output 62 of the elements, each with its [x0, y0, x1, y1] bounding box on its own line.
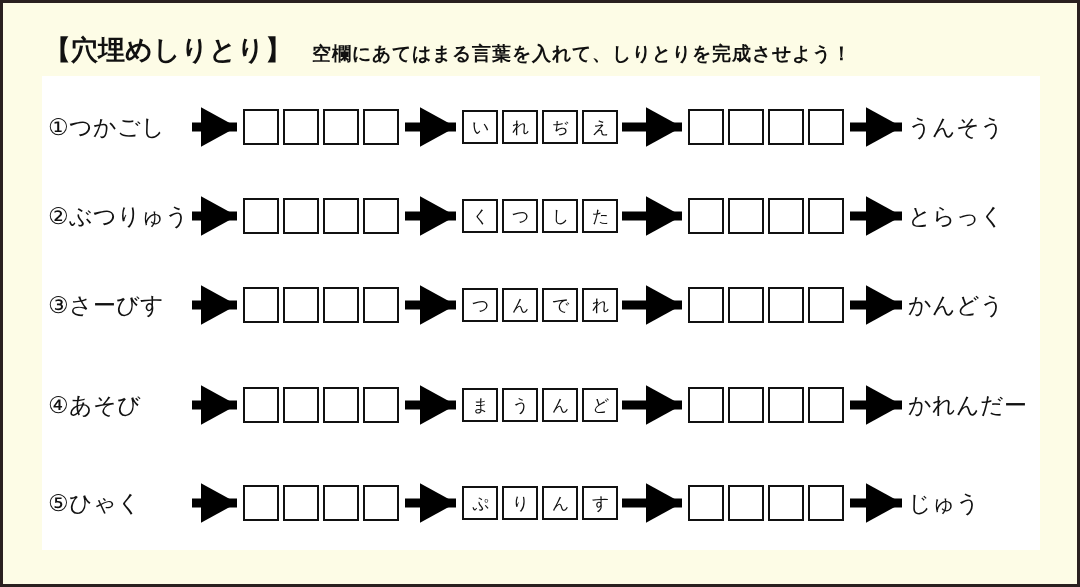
arrow [850, 285, 902, 325]
start-word: ①つかごし [48, 112, 188, 142]
letter-box: ま [462, 388, 498, 422]
answer-boxes [688, 287, 846, 323]
letter-box: ど [582, 388, 618, 422]
arrow [405, 107, 456, 147]
letter-box: ぷ [462, 486, 498, 520]
answer-boxes [688, 387, 846, 423]
start-word: ⑤ひゃく [48, 488, 188, 518]
arrow [850, 196, 902, 236]
arrow [850, 107, 902, 147]
letter-box: で [542, 288, 578, 322]
answer-boxes [243, 485, 401, 521]
letter-box: つ [462, 288, 498, 322]
start-word: ④あそび [48, 390, 188, 420]
end-word: うんそう [908, 112, 1048, 142]
answer-boxes [688, 485, 846, 521]
arrow [405, 483, 456, 523]
letter-box: え [582, 110, 618, 144]
letter-box: う [502, 388, 538, 422]
arrow [622, 483, 682, 523]
letter-box: り [502, 486, 538, 520]
instruction-text: 空欄にあてはまる言葉を入れて、しりとりを完成させよう！ [312, 41, 852, 66]
letter-box: ん [542, 486, 578, 520]
answer-boxes [243, 387, 401, 423]
letter-box: ぢ [542, 110, 578, 144]
letter-box: た [582, 199, 618, 233]
letter-box: れ [582, 288, 618, 322]
title: 【穴埋めしりとり】 [44, 33, 292, 67]
answer-boxes [243, 287, 401, 323]
arrow [192, 385, 237, 425]
letter-box: す [582, 486, 618, 520]
letter-box: し [542, 199, 578, 233]
end-word: じゅう [908, 488, 1048, 518]
arrow [622, 285, 682, 325]
letter-box: い [462, 110, 498, 144]
arrow [192, 196, 237, 236]
letter-box: く [462, 199, 498, 233]
end-word: かれんだー [908, 390, 1048, 420]
arrow [622, 107, 682, 147]
start-word: ②ぶつりゅう [48, 201, 188, 231]
arrow [850, 385, 902, 425]
letter-box: つ [502, 199, 538, 233]
end-word: とらっく [908, 201, 1048, 231]
arrow [192, 483, 237, 523]
answer-boxes [243, 198, 401, 234]
arrow [850, 483, 902, 523]
answer-boxes [688, 198, 846, 234]
letter-box: れ [502, 110, 538, 144]
arrow [622, 385, 682, 425]
start-word: ③さーびす [48, 290, 188, 320]
answer-boxes [243, 109, 401, 145]
arrow [405, 196, 456, 236]
arrow [192, 107, 237, 147]
arrow [622, 196, 682, 236]
arrow [192, 285, 237, 325]
letter-box: ん [542, 388, 578, 422]
arrow [405, 285, 456, 325]
end-word: かんどう [908, 290, 1048, 320]
answer-boxes [688, 109, 846, 145]
arrow [405, 385, 456, 425]
letter-box: ん [502, 288, 538, 322]
